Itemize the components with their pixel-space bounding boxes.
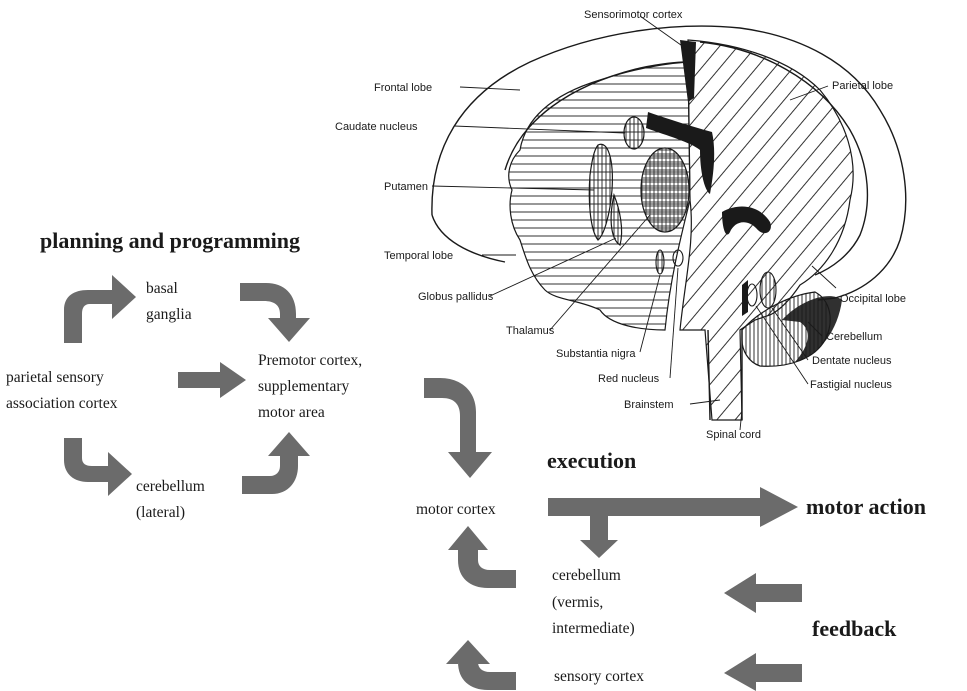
heading-execution: execution [547,448,636,473]
ventricle-dark [646,112,715,194]
svg-text:supplementary: supplementary [258,378,350,395]
arrow-basal-to-premotor [240,283,310,342]
label-frontal-lobe: Frontal lobe [374,82,432,94]
label-sensorimotor-cortex: Sensorimotor cortex [584,9,683,21]
label-occipital-lobe: Occipital lobe [840,293,906,305]
label-motor-action: motor action [806,494,926,519]
label-substantia-nigra: Substantia nigra [556,348,636,360]
thalamus-shape [640,147,690,233]
dentate-nucleus-shape [759,271,777,309]
label-caudate-nucleus: Caudate nucleus [335,121,418,133]
brain-outline [431,25,907,301]
arrow-cerebellum-to-premotor [242,432,310,494]
arrow-feedback-sensory [724,653,802,691]
svg-text:(lateral): (lateral) [136,504,185,521]
label-globus-pallidus: Globus pallidus [418,291,494,303]
svg-text:cerebellum: cerebellum [552,567,621,584]
arrow-motor-action [548,487,798,527]
label-brainstem: Brainstem [624,399,674,411]
node-parietal-sensory-cortex: parietal sensory association cortex [6,369,118,412]
red-nucleus-shape [672,249,684,267]
arrow-sensory-to-motor [446,640,516,690]
heading-planning-programming: planning and programming [40,228,300,253]
label-putamen: Putamen [384,181,428,193]
globus-pallidus-shape [610,192,623,246]
node-basal-ganglia: basal ganglia [146,280,192,323]
arrow-cerebellum-to-motor [448,526,516,588]
svg-text:cerebellum: cerebellum [136,478,205,495]
brain-illustration: Sensorimotor cortex Frontal lobe Parieta… [335,9,907,441]
svg-text:intermediate): intermediate) [552,620,635,637]
arrow-feedback-cerebellum [724,573,802,613]
leader-lines [431,15,837,431]
label-spinal-cord: Spinal cord [706,429,761,441]
svg-text:motor area: motor area [258,404,325,421]
arrow-parietal-to-cerebellum [64,438,132,496]
svg-text:Premotor cortex,: Premotor cortex, [258,352,362,369]
putamen-shape [588,143,613,241]
svg-text:association cortex: association cortex [6,395,118,412]
label-parietal-lobe: Parietal lobe [832,80,893,92]
label-thalamus: Thalamus [506,325,555,337]
cerebellum-dark [782,296,842,362]
node-premotor-cortex: Premotor cortex, supplementary motor are… [258,352,362,421]
node-cerebellum-lateral: cerebellum (lateral) [136,478,205,521]
arrow-premotor-to-motor [424,378,492,478]
node-sensory-cortex: sensory cortex [554,668,644,685]
dentate-dark [742,280,748,316]
arrow-motor-to-cerebellum [580,516,618,558]
label-dentate-nucleus: Dentate nucleus [812,355,892,367]
label-cerebellum: Cerebellum [826,331,882,343]
temporal-ventricle [722,206,771,235]
node-motor-cortex: motor cortex [416,501,496,518]
sensorimotor-band [680,40,696,102]
svg-text:basal: basal [146,280,178,297]
label-feedback: feedback [812,616,897,641]
label-fastigial-nucleus: Fastigial nucleus [810,379,892,391]
flow-arrows [64,275,802,691]
label-red-nucleus: Red nucleus [598,373,660,385]
svg-text:(vermis,: (vermis, [552,594,603,611]
arrow-parietal-to-premotor [178,362,246,398]
caudate-nucleus-shape [623,116,645,150]
svg-text:ganglia: ganglia [146,306,192,323]
svg-text:parietal sensory: parietal sensory [6,369,104,386]
node-cerebellum-vermis: cerebellum (vermis, intermediate) [552,567,635,637]
substantia-nigra-shape [655,249,665,275]
label-temporal-lobe: Temporal lobe [384,250,453,262]
arrow-parietal-to-basal [64,275,136,343]
